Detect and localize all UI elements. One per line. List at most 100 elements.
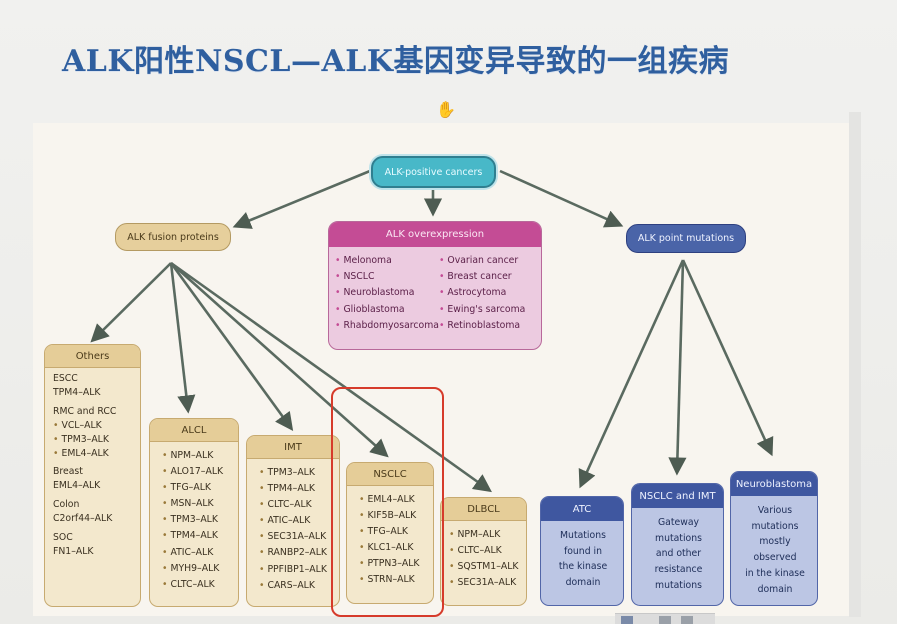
neuroblastoma-heading: Neuroblastoma — [731, 472, 817, 496]
list-item: KLC1–ALK — [359, 540, 433, 556]
list-item: MSN–ALK — [162, 496, 238, 512]
list-item: EML4–ALK — [53, 480, 101, 492]
nsclc-imt-heading: NSCLC and IMT — [632, 484, 723, 508]
list-item: Astrocytoma — [439, 285, 537, 301]
list-item: CLTC–ALK — [449, 543, 526, 559]
node-atc: ATC Mutations found in the kinase domain — [540, 496, 624, 606]
node-others: Others ESCC TPM4–ALK RMC and RCC VCL–ALKTPM… — [44, 344, 141, 607]
node-alk-point-mutations: ALK point mutations — [626, 224, 746, 253]
list-item: TPM3–ALK — [162, 512, 238, 528]
list-item: TPM4–ALK — [259, 481, 339, 497]
list-item: TFG–ALK — [359, 524, 433, 540]
nsclc-highlight-frame — [331, 387, 444, 617]
overexpression-right-column: Ovarian cancer Breast cancer Astrocytoma… — [439, 253, 537, 334]
list-item: NSCLC — [335, 269, 439, 285]
list-item: Retinoblastoma — [439, 318, 537, 334]
list-item: Rhabdomyosarcoma — [335, 318, 439, 334]
others-heading: Others — [45, 345, 140, 368]
list-item: MYH9–ALK — [162, 561, 238, 577]
others-group: RMC and RCC VCL–ALKTPM3–ALKEML4–ALK — [53, 405, 140, 461]
overexpression-heading: ALK overexpression — [329, 222, 541, 247]
arrow-center-to-fusion — [232, 169, 371, 229]
list-item: TFG–ALK — [162, 480, 238, 496]
list-item: CLTC–ALK — [162, 577, 238, 593]
list-item: Melonoma — [335, 253, 439, 269]
list-item: TPM3–ALK — [259, 465, 339, 481]
arrow-center-to-point — [499, 169, 624, 228]
list-item: CLTC–ALK — [259, 497, 339, 513]
list-item: ATIC–ALK — [259, 513, 339, 529]
node-nsclc-and-imt: NSCLC and IMT Gateway mutations and othe… — [631, 483, 724, 606]
node-alcl: ALCL NPM–ALK ALO17–ALK TFG–ALK MSN–ALK T… — [149, 418, 239, 607]
overexpression-left-column: Melonoma NSCLC Neuroblastoma Glioblastom… — [335, 253, 439, 334]
list-item: KIF5B–ALK — [359, 508, 433, 524]
imt-heading: IMT — [247, 436, 339, 459]
hand-cursor-icon: ✋ — [436, 100, 456, 119]
list-item: C2orf44–ALK — [53, 513, 113, 525]
list-item: NPM–ALK — [162, 448, 238, 464]
list-item: Ewing's sarcoma — [439, 302, 537, 318]
others-group: ESCC TPM4–ALK — [53, 372, 140, 400]
slide-icon[interactable] — [621, 616, 633, 624]
list-item: RANBP2–ALK — [259, 545, 339, 561]
others-group-label: SOC — [53, 532, 73, 544]
nsclc-heading: NSCLC — [347, 463, 433, 486]
list-item: Breast cancer — [439, 269, 537, 285]
list-item: EML4–ALK — [359, 492, 433, 508]
list-item: FN1–ALK — [53, 545, 94, 557]
arrow-fusion-to-nsclc — [170, 262, 389, 458]
arrow-fusion-to-imt — [169, 262, 294, 431]
list-item: EML4–ALK — [53, 447, 140, 461]
node-alk-fusion-proteins: ALK fusion proteins — [115, 223, 231, 251]
list-item: SQSTM1–ALK — [449, 559, 526, 575]
list-item: SEC31A–ALK — [259, 529, 339, 545]
pen-icon[interactable] — [659, 616, 671, 624]
presentation-toolbar[interactable] — [615, 613, 715, 624]
arrow-point-to-nsclc-imt — [668, 259, 687, 476]
node-imt: IMT TPM3–ALK TPM4–ALK CLTC–ALK ATIC–ALK … — [246, 435, 340, 607]
node-dlbcl: DLBCL NPM–ALK CLTC–ALK SQSTM1–ALK SEC31A… — [440, 497, 527, 606]
atc-description: Mutations found in the kinase domain — [558, 530, 608, 589]
list-item: ALO17–ALK — [162, 464, 238, 480]
node-alk-overexpression: ALK overexpression Melonoma NSCLC Neurob… — [328, 221, 542, 350]
list-item: SEC31A–ALK — [449, 575, 526, 591]
list-item: VCL–ALK — [53, 419, 140, 433]
nsclc-imt-description: Gateway mutations and other resistance m… — [654, 517, 703, 591]
list-item: PPFIBP1–ALK — [259, 562, 339, 578]
scroll-strip[interactable] — [849, 112, 861, 617]
list-item: NPM–ALK — [449, 527, 526, 543]
menu-icon[interactable] — [681, 616, 693, 624]
atc-heading: ATC — [541, 497, 623, 521]
list-item: TPM3–ALK — [53, 433, 140, 447]
arrow-fusion-to-dlbcl — [170, 261, 492, 493]
slide-title: ALK阳性NSCL—ALK基因变异导致的一组疾病 — [62, 44, 729, 79]
others-group-label: ESCC — [53, 373, 78, 384]
list-item: TPM4–ALK — [162, 528, 238, 544]
list-item: ATIC–ALK — [162, 545, 238, 561]
list-item: CARS–ALK — [259, 578, 339, 594]
list-item: TPM4–ALK — [53, 386, 101, 398]
alcl-heading: ALCL — [150, 419, 238, 442]
others-group-label: Colon — [53, 499, 80, 511]
list-item: PTPN3–ALK — [359, 556, 433, 572]
list-item: STRN–ALK — [359, 572, 433, 588]
list-item: Neuroblastoma — [335, 285, 439, 301]
dlbcl-heading: DLBCL — [441, 498, 526, 521]
arrow-point-to-neuro — [681, 259, 774, 457]
node-alk-positive-cancers: ALK-positive cancers — [371, 156, 496, 188]
arrow-point-to-atc — [578, 259, 685, 489]
list-item: Ovarian cancer — [439, 253, 537, 269]
node-nsclc: NSCLC EML4–ALK KIF5B–ALK TFG–ALK KLC1–AL… — [346, 462, 434, 604]
others-group-label: Breast — [53, 466, 83, 478]
others-group-label: RMC and RCC — [53, 405, 117, 417]
neuroblastoma-description: Various mutations mostly observed in the… — [745, 505, 805, 595]
arrow-fusion-to-others — [90, 262, 172, 343]
list-item: Glioblastoma — [335, 302, 439, 318]
arrow-fusion-to-alcl — [169, 262, 196, 414]
